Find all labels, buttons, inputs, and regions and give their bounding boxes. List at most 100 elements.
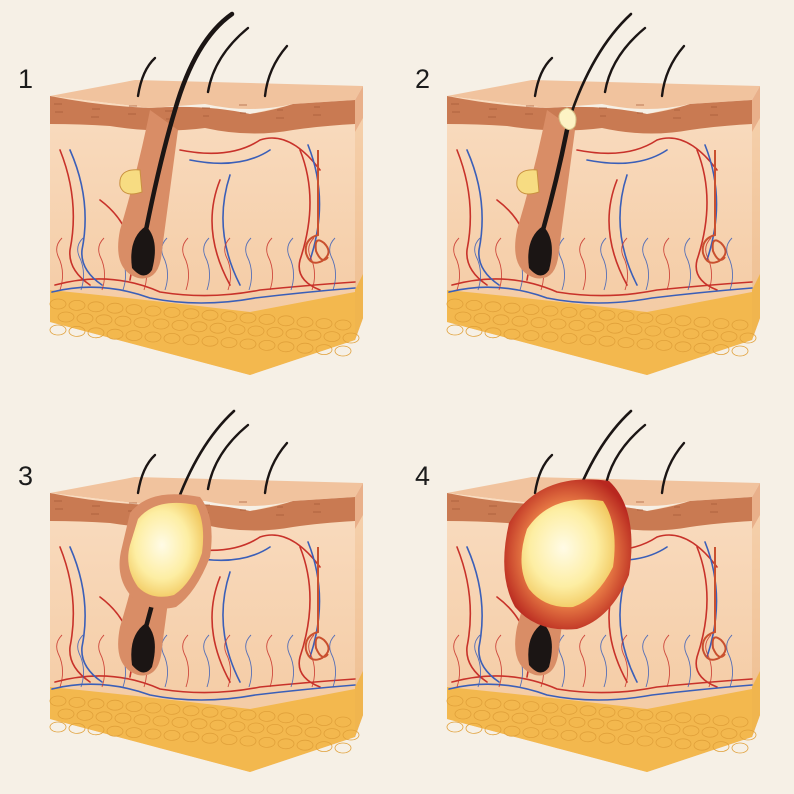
artery: [59, 546, 91, 683]
epidermis-dot: [494, 116, 496, 118]
fat-cell: [57, 311, 75, 323]
epidermis-dot: [129, 502, 131, 504]
fat-cell: [484, 724, 502, 736]
epidermis-dot: [97, 513, 99, 515]
epidermis-dot: [61, 111, 63, 113]
fat-cell: [114, 712, 132, 724]
epidermis-dot: [278, 514, 280, 516]
epidermis-dot: [242, 509, 244, 511]
fat-cell: [277, 712, 295, 724]
epidermis-dot: [315, 511, 317, 513]
fat-cell: [644, 325, 662, 337]
epidermis-dot: [675, 514, 677, 516]
capillary: [474, 237, 481, 291]
epidermis-dot: [92, 505, 94, 507]
fat-cell: [315, 715, 333, 727]
epidermis-dot: [492, 116, 494, 118]
artery: [451, 675, 753, 694]
panel-3: 3: [0, 397, 397, 794]
step-label-3: 3: [18, 461, 34, 491]
skin-block-1: [49, 11, 363, 375]
epidermis-dot: [91, 116, 93, 118]
fat-cell: [209, 322, 227, 334]
epidermis-dot: [92, 108, 94, 110]
capillary: [182, 237, 189, 291]
fat-cell: [579, 308, 597, 320]
artery: [298, 149, 321, 291]
fat-cell: [503, 699, 521, 711]
epidermis-dot: [61, 508, 63, 510]
fat-cell: [315, 741, 333, 753]
capillary: [224, 237, 231, 291]
fat-cell: [228, 324, 246, 336]
fat-cell: [541, 728, 559, 740]
fat-cell: [106, 725, 124, 737]
epidermis-dot: [168, 118, 170, 120]
fat-cell: [258, 710, 276, 722]
epidermis-dot: [277, 506, 279, 508]
fat-cell: [334, 345, 352, 357]
epidermis-dot: [276, 117, 278, 119]
capillary: [495, 634, 502, 688]
fat-cell: [171, 319, 189, 331]
fat-cell: [144, 728, 162, 740]
step-label-1: 1: [18, 64, 34, 94]
epidermis-dot: [716, 114, 718, 116]
fat-cell: [277, 315, 295, 327]
fat-cell: [617, 311, 635, 323]
epidermis-dot: [488, 513, 490, 515]
vein: [51, 683, 356, 701]
hair-strand: [533, 453, 554, 495]
epidermis-dot: [638, 104, 640, 106]
epidermis-dot: [94, 108, 96, 110]
vein: [222, 174, 241, 286]
fat-cell: [125, 727, 143, 739]
capillary: [182, 634, 189, 688]
epidermis-dot: [676, 506, 678, 508]
fat-cell: [655, 313, 673, 325]
epidermis-dot: [276, 514, 278, 516]
artery: [298, 546, 321, 688]
fat-cell: [87, 327, 105, 339]
fat-cell: [598, 335, 616, 347]
epidermis-dot: [458, 508, 460, 510]
epidermis-dot: [128, 510, 130, 512]
epidermis-dot: [59, 508, 61, 510]
epidermis-dot: [166, 118, 168, 120]
capillary: [726, 237, 733, 291]
epidermis-dot: [528, 105, 530, 107]
capillary: [621, 634, 628, 688]
panel-1: 1: [0, 0, 397, 397]
epidermis-dot: [527, 113, 529, 115]
skin-block-2: [446, 12, 760, 375]
fat-cell: [674, 341, 692, 353]
epidermis-dot: [712, 114, 714, 116]
skin-block-3: [49, 409, 363, 772]
fat-cell: [693, 739, 711, 751]
capillary: [56, 237, 63, 291]
vein: [448, 683, 753, 701]
epidermis-dot: [239, 501, 241, 503]
epidermis-dot: [493, 505, 495, 507]
fat-cell: [465, 325, 483, 337]
epidermis-dot: [55, 508, 57, 510]
capillary: [266, 634, 273, 688]
pus: [521, 499, 615, 608]
fat-cell: [49, 695, 67, 707]
epidermis-dot: [641, 509, 643, 511]
epidermis-dot: [313, 114, 315, 116]
fat-cell: [209, 719, 227, 731]
fat-cell: [49, 298, 67, 310]
capillary: [621, 237, 628, 291]
epidermis-dot: [134, 113, 136, 115]
epidermis-dot: [456, 508, 458, 510]
epidermis-dot: [603, 107, 605, 109]
fat-cell: [731, 319, 749, 331]
epidermis-dot: [55, 111, 57, 113]
fat-cell: [674, 315, 692, 327]
fat-cell: [285, 328, 303, 340]
fat-cell: [484, 698, 502, 710]
vein: [586, 149, 668, 165]
fat-cell: [625, 721, 643, 733]
epidermis-dot: [135, 502, 137, 504]
